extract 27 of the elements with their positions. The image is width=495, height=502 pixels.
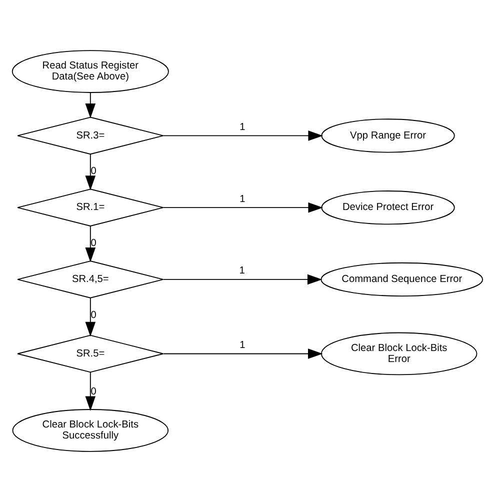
arrow [162, 202, 323, 213]
arrow [85, 92, 96, 118]
arrow [162, 274, 322, 285]
arrow [85, 226, 96, 262]
node-diamond: SR.4,5= [17, 260, 164, 298]
arrow [162, 130, 323, 141]
edge-label: 0 [90, 386, 96, 398]
edge-label: 1 [240, 122, 246, 133]
arrow [85, 297, 96, 337]
node-diamond: SR.1= [17, 188, 164, 226]
node-ellipse: Clear Block Lock-Bits Error [320, 332, 478, 376]
node-ellipse: Read Status Register Data(See Above) [12, 50, 169, 93]
edge-label: 1 [239, 266, 245, 277]
edge-label: 0 [90, 166, 96, 178]
node-ellipse: Vpp Range Error [321, 118, 455, 153]
edge-label: 1 [240, 340, 246, 352]
arrow [85, 372, 96, 411]
edge-label: 1 [240, 194, 246, 205]
arrow [163, 348, 323, 359]
edge-label: 0 [90, 238, 96, 250]
node-ellipse: Clear Block Lock-Bits Successfully [12, 409, 169, 452]
node-diamond: SR.3= [17, 116, 164, 155]
edge-label: 0 [90, 310, 96, 321]
node-ellipse: Command Sequence Error [320, 262, 484, 296]
node-diamond: SR.5= [17, 334, 164, 373]
arrow [85, 154, 96, 190]
node-ellipse: Device Protect Error [321, 190, 455, 225]
